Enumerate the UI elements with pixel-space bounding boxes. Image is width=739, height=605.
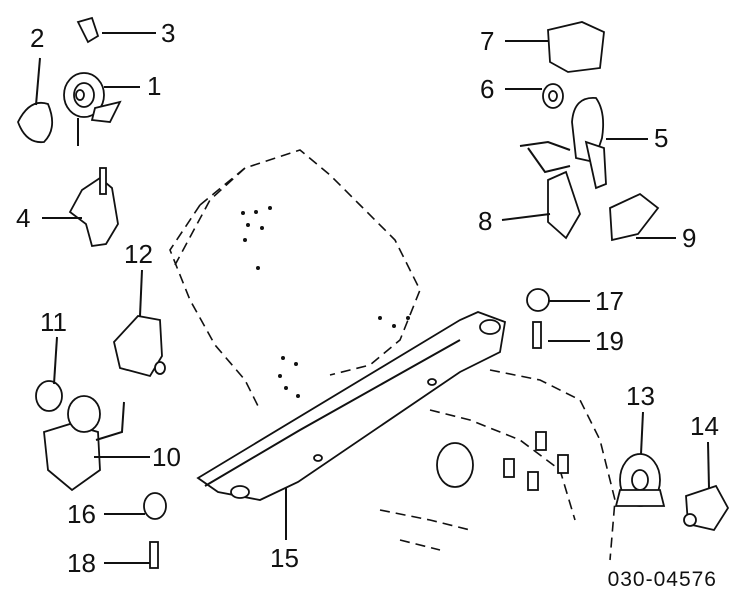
callout-19: 19: [595, 326, 624, 356]
callout-4: 4: [16, 203, 31, 233]
callout-18: 18: [67, 548, 96, 578]
part-8-plate: [547, 170, 581, 240]
callout-9: 9: [682, 223, 697, 253]
part-18-bolt: [149, 541, 159, 569]
callout-3: 3: [161, 18, 176, 48]
engine-bolt-dots: [241, 206, 410, 398]
callout-6: 6: [480, 74, 495, 104]
callout-1: 1: [147, 71, 162, 101]
part-16-bushing: [143, 492, 167, 520]
part-7-bracket: [547, 21, 605, 73]
callout-7: 7: [480, 26, 495, 56]
callout-5: 5: [654, 123, 669, 153]
callout-17: 17: [595, 286, 624, 316]
part-4-bracket: [68, 167, 119, 248]
part-11-washer: [35, 380, 63, 412]
part-5-mount: [519, 97, 607, 190]
part-2-washer: [17, 101, 54, 144]
part-13-mount: [614, 453, 666, 507]
callout-12: 12: [124, 239, 153, 269]
part-10-mount: [43, 395, 125, 492]
diagram-code: 030-04576: [607, 568, 717, 591]
part-6-washer: [542, 83, 564, 109]
callout-15: 15: [270, 543, 299, 573]
callout-11: 11: [40, 307, 67, 337]
transmission-studs: [436, 431, 569, 491]
callout-16: 16: [67, 499, 96, 529]
callout-8: 8: [478, 206, 493, 236]
engine-outline: [169, 149, 616, 561]
callout-13: 13: [626, 381, 655, 411]
crossmember-part: [196, 311, 507, 501]
callout-14: 14: [690, 411, 719, 441]
callout-10: 10: [152, 442, 181, 472]
part-12-bracket: [113, 315, 166, 378]
callout-2: 2: [30, 23, 45, 53]
part-17-bushing: [526, 288, 550, 312]
part-19-bolt: [532, 321, 542, 349]
part-9-bracket: [609, 192, 660, 242]
leader-lines: [35, 32, 710, 564]
part-14-bushing: [683, 484, 730, 532]
part-3-bolt: [76, 16, 100, 44]
part-1-damper: [63, 72, 122, 146]
